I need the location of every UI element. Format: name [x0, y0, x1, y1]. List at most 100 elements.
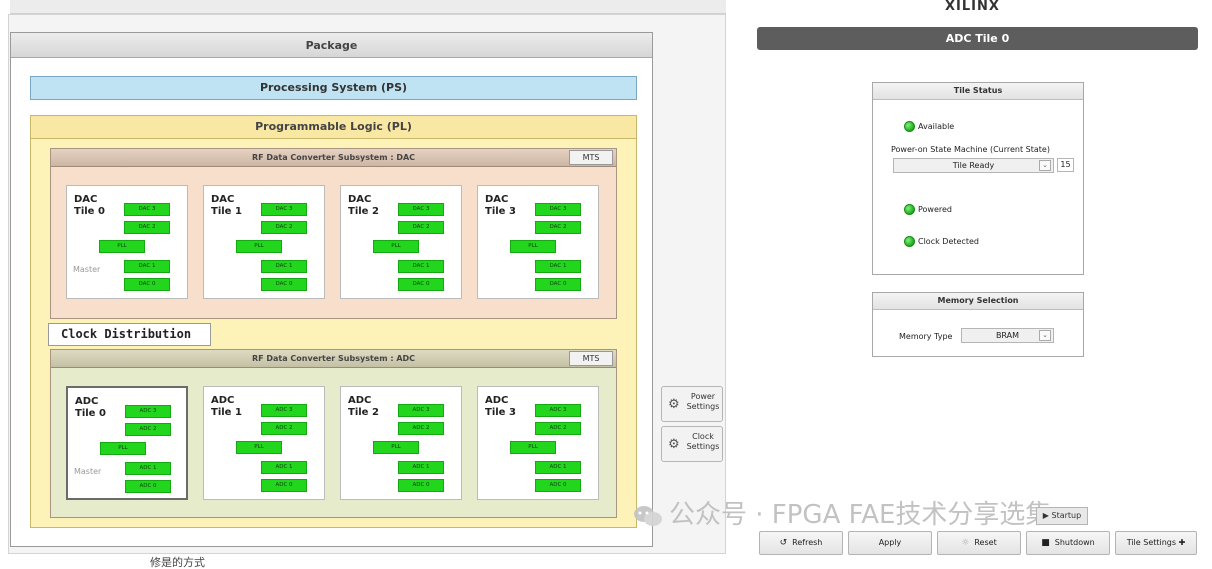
tile-status-card: Tile Status Available Power-on State Mac…	[872, 82, 1084, 275]
adc-tile-type: ADC	[348, 395, 372, 406]
dac-converter-block[interactable]: DAC 1	[398, 260, 444, 273]
adc-converter-block[interactable]: ADC 3	[535, 404, 581, 417]
dac-converter-block[interactable]: DAC 1	[261, 260, 307, 273]
adc-converter-block[interactable]: ADC 3	[125, 405, 171, 418]
shutdown-label: Shutdown	[1054, 538, 1095, 547]
adc-pll-block[interactable]: PLL	[100, 442, 146, 455]
state-machine-select[interactable]: Tile Ready ⌄	[893, 158, 1054, 173]
reset-label: Reset	[974, 538, 997, 547]
adc-converter-block[interactable]: ADC 3	[261, 404, 307, 417]
adc-pll-block[interactable]: PLL	[510, 441, 556, 454]
clock-settings-line1: Clock	[692, 432, 714, 441]
dac-converter-block[interactable]: DAC 1	[535, 260, 581, 273]
memory-selection-card: Memory Selection Memory Type BRAM ⌄	[872, 292, 1084, 357]
apply-button[interactable]: Apply	[848, 531, 932, 555]
clock-settings-button[interactable]: ⚙ Clock Settings	[661, 426, 723, 462]
power-settings-button[interactable]: ⚙ Power Settings	[661, 386, 723, 422]
adc-converter-block[interactable]: ADC 0	[261, 479, 307, 492]
dac-pll-block[interactable]: PLL	[373, 240, 419, 253]
processing-system-block[interactable]: Processing System (PS)	[30, 76, 637, 100]
dac-tile-master-label: Master	[73, 265, 101, 274]
dac-mts-button[interactable]: MTS	[569, 150, 613, 165]
adc-converter-block[interactable]: ADC 2	[125, 423, 171, 436]
clock-distribution-button[interactable]: Clock Distribution	[48, 323, 211, 346]
adc-tile-type: ADC	[75, 396, 99, 407]
adc-converter-block[interactable]: ADC 0	[398, 479, 444, 492]
adc-converter-block[interactable]: ADC 2	[398, 422, 444, 435]
adc-pll-block[interactable]: PLL	[236, 441, 282, 454]
dac-converter-block[interactable]: DAC 1	[124, 260, 170, 273]
refresh-button[interactable]: ↺Refresh	[759, 531, 843, 555]
memory-type-select[interactable]: BRAM ⌄	[961, 328, 1054, 343]
state-number-field: 15	[1057, 158, 1074, 172]
apply-label: Apply	[878, 538, 902, 547]
adc-converter-block[interactable]: ADC 0	[125, 480, 171, 493]
adc-converter-block[interactable]: ADC 1	[261, 461, 307, 474]
adc-converter-block[interactable]: ADC 2	[535, 422, 581, 435]
dac-tile-number: Tile 1	[211, 206, 242, 217]
xilinx-logo: XILINX	[945, 0, 1000, 14]
dac-pll-block[interactable]: PLL	[236, 240, 282, 253]
tile-settings-button[interactable]: Tile Settings ✚	[1115, 531, 1197, 555]
state-machine-label: Power-on State Machine (Current State)	[891, 145, 1050, 154]
adc-tile-number: Tile 2	[348, 407, 379, 418]
state-machine-value: Tile Ready	[952, 161, 995, 170]
chevron-down-icon: ⌄	[1039, 160, 1051, 171]
dac-converter-block[interactable]: DAC 2	[124, 221, 170, 234]
dac-converter-block[interactable]: DAC 2	[261, 221, 307, 234]
tile-settings-label: Tile Settings	[1126, 538, 1177, 547]
dac-converter-block[interactable]: DAC 0	[398, 278, 444, 291]
dac-tile-type: DAC	[348, 194, 372, 205]
clock-detected-led-icon	[904, 236, 915, 247]
adc-converter-block[interactable]: ADC 2	[261, 422, 307, 435]
dac-converter-block[interactable]: DAC 0	[124, 278, 170, 291]
dac-converter-block[interactable]: DAC 0	[261, 278, 307, 291]
adc-converter-block[interactable]: ADC 3	[398, 404, 444, 417]
arrow-icon: ✚	[1178, 538, 1186, 547]
adc-mts-button[interactable]: MTS	[569, 351, 613, 366]
reset-button[interactable]: ☼Reset	[937, 531, 1021, 555]
dac-tile-type: DAC	[485, 194, 509, 205]
dac-converter-block[interactable]: DAC 3	[261, 203, 307, 216]
dac-pll-block[interactable]: PLL	[99, 240, 145, 253]
adc-converter-block[interactable]: ADC 0	[535, 479, 581, 492]
dac-tile-type: DAC	[211, 194, 235, 205]
top-strip	[10, 0, 726, 14]
refresh-label: Refresh	[792, 538, 823, 547]
adc-tile-number: Tile 0	[75, 408, 106, 419]
dac-pll-block[interactable]: PLL	[510, 240, 556, 253]
adc-converter-block[interactable]: ADC 1	[398, 461, 444, 474]
stop-icon: ■	[1041, 538, 1050, 548]
caption-text: 修是的方式	[150, 556, 205, 569]
dac-converter-block[interactable]: DAC 2	[535, 221, 581, 234]
available-label: Available	[918, 122, 955, 131]
startup-button[interactable]: ▶ Startup	[1036, 507, 1088, 525]
dac-converter-block[interactable]: DAC 0	[535, 278, 581, 291]
adc-subsystem: RF Data Converter Subsystem : ADC MTS AD…	[50, 349, 617, 518]
adc-converter-block[interactable]: ADC 1	[125, 462, 171, 475]
dac-converter-block[interactable]: DAC 2	[398, 221, 444, 234]
bottom-toolbar: ↺Refresh Apply ☼Reset ■ Shutdown Tile Set…	[757, 531, 1199, 557]
watermark-text: 公众号 · FPGA FAE技术分享选集	[669, 500, 1052, 530]
dac-converter-block[interactable]: DAC 3	[124, 203, 170, 216]
adc-converter-block[interactable]: ADC 1	[535, 461, 581, 474]
adc-pll-block[interactable]: PLL	[373, 441, 419, 454]
dac-converter-block[interactable]: DAC 3	[398, 203, 444, 216]
package-title: Package	[11, 33, 652, 58]
shutdown-button[interactable]: ■ Shutdown	[1026, 531, 1110, 555]
dac-converter-block[interactable]: DAC 3	[535, 203, 581, 216]
memory-selection-title: Memory Selection	[873, 293, 1083, 310]
